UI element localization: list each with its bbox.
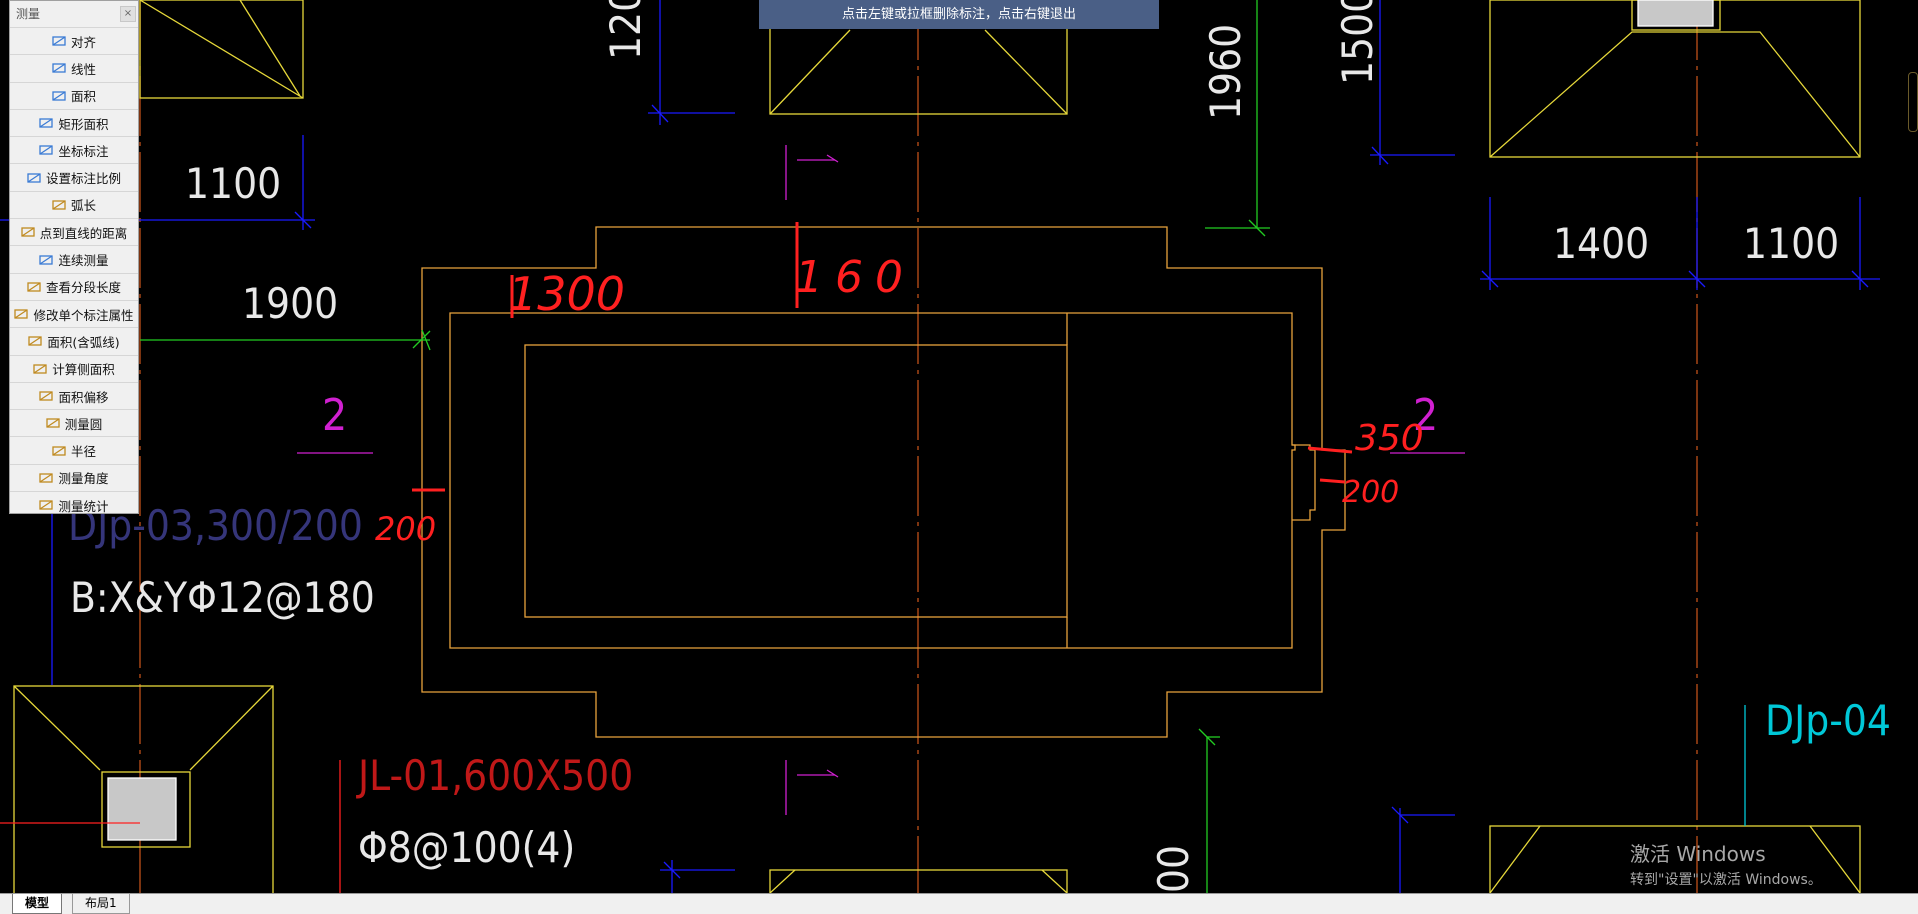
- foundation-outline: [769, 869, 1068, 893]
- measure-tool-label: 查看分段长度: [45, 280, 121, 296]
- measure-tool-18[interactable]: 测量统计: [10, 491, 138, 518]
- dim-text: 1500: [1333, 0, 1382, 85]
- measure-tool-8[interactable]: 点到直线的距离: [10, 218, 138, 245]
- measure-tool-label: 计算侧面积: [52, 362, 115, 378]
- handwritten-note: 1300: [508, 267, 625, 321]
- measure-tool-17[interactable]: 测量角度: [10, 463, 138, 491]
- watermark-line2: 转到"设置"以激活 Windows。: [1630, 872, 1822, 888]
- scale-icon: [27, 172, 41, 184]
- arc-area-icon: [28, 335, 43, 347]
- continuous-measure-icon: [39, 254, 54, 266]
- measure-tool-label: 测量角度: [58, 471, 109, 487]
- cad-drawing-canvas[interactable]: 1200 1100 1900 1960 1500 1400 1100 00 B:…: [0, 0, 1918, 893]
- measure-tool-label: 修改单个标注属性: [33, 307, 134, 323]
- dim-text: 1100: [185, 159, 281, 208]
- align-measure-icon: [52, 35, 66, 47]
- foundation-outline: [1489, 0, 1861, 158]
- footing-outer: [421, 226, 1346, 738]
- foundation-outline: [13, 685, 274, 893]
- measure-tool-9[interactable]: 连续测量: [10, 245, 138, 272]
- measure-tool-label: 测量统计: [58, 498, 109, 514]
- footing-middle: [449, 312, 1296, 649]
- edit-dimension-icon: [14, 308, 29, 320]
- tab-model[interactable]: 模型: [12, 894, 63, 914]
- angle-icon: [39, 472, 54, 484]
- scrollbar[interactable]: [1908, 72, 1918, 132]
- side-area-icon: [33, 363, 47, 375]
- layout-tabs: 模型 布局1: [0, 893, 1918, 914]
- measure-tool-2[interactable]: 线性: [10, 54, 138, 81]
- panel-title: 测量 ×: [10, 1, 138, 27]
- measure-tool-7[interactable]: 弧长: [10, 190, 138, 218]
- measure-tool-label: 矩形面积: [58, 116, 109, 132]
- dim-text: 1200: [601, 0, 650, 60]
- handwritten-note: 200: [1342, 475, 1399, 510]
- measure-tool-4[interactable]: 矩形面积: [10, 108, 138, 136]
- measure-tool-label: 面积(含弧线): [47, 334, 120, 350]
- measure-tool-label: 设置标注比例: [45, 171, 121, 187]
- foundation-outline: [769, 0, 1068, 115]
- point-line-icon: [21, 226, 35, 238]
- foundation-outline: [1489, 825, 1861, 893]
- arc-length-icon: [52, 199, 66, 211]
- panel-title-text: 测量: [16, 7, 41, 21]
- dim-text: 1100: [1743, 219, 1839, 268]
- hint-bar: 点击左键或拉框删除标注，点击右键退出: [759, 0, 1159, 29]
- measure-tool-11[interactable]: 修改单个标注属性: [10, 299, 138, 327]
- area-icon: [52, 90, 66, 102]
- measure-tool-label: 线性: [70, 61, 96, 77]
- measure-tool-label: 弧长: [70, 198, 96, 214]
- measure-tool-13[interactable]: 计算侧面积: [10, 354, 138, 382]
- stirrup-label: Φ8@100(4): [358, 823, 575, 872]
- section-mark: 2: [322, 390, 347, 441]
- foundation-outline: [139, 0, 304, 99]
- rect-area-icon: [39, 117, 54, 129]
- linear-measure-icon: [52, 62, 66, 74]
- dim-text: 00: [1149, 845, 1198, 893]
- windows-activation-watermark: 激活 Windows 转到"设置"以激活 Windows。: [1630, 838, 1822, 889]
- footing-inner: [524, 344, 1068, 618]
- handwritten-note: 200: [375, 510, 436, 548]
- coordinate-icon: [39, 144, 54, 156]
- dim-text: 1400: [1553, 219, 1649, 268]
- measure-tool-6[interactable]: 设置标注比例: [10, 163, 138, 190]
- measure-tool-1[interactable]: 对齐: [10, 27, 138, 54]
- measure-tool-15[interactable]: 测量圆: [10, 409, 138, 436]
- measure-tool-label: 测量圆: [64, 416, 103, 432]
- statistics-icon: [39, 499, 54, 511]
- handwritten-note: 160: [795, 252, 915, 303]
- dim-text: 1900: [242, 279, 338, 328]
- radius-icon: [52, 445, 66, 457]
- foundation-label: DJp-04: [1765, 696, 1891, 745]
- watermark-line1: 激活 Windows: [1630, 842, 1766, 866]
- circle-measure-icon: [46, 417, 60, 429]
- tab-layout1[interactable]: 布局1: [72, 894, 130, 914]
- rebar-label: B:X&YΦ12@180: [70, 573, 375, 622]
- measure-tool-12[interactable]: 面积(含弧线): [10, 327, 138, 354]
- measure-tool-label: 连续测量: [58, 253, 109, 269]
- measure-tool-label: 面积偏移: [58, 389, 109, 405]
- beam-label: JL-01,600X500: [356, 751, 633, 800]
- measure-tool-14[interactable]: 面积偏移: [10, 381, 138, 409]
- measure-tool-label: 坐标标注: [58, 143, 109, 159]
- handwritten-note: 350: [1355, 418, 1424, 459]
- area-offset-icon: [39, 390, 54, 402]
- dim-text: 1960: [1201, 24, 1250, 120]
- close-button[interactable]: ×: [120, 6, 136, 22]
- measure-tool-label: 对齐: [70, 34, 96, 50]
- measure-panel: 测量 × 对齐线性面积矩形面积坐标标注设置标注比例弧长点到直线的距离连续测量查看…: [9, 0, 139, 514]
- measure-tool-16[interactable]: 半径: [10, 436, 138, 463]
- measure-tool-3[interactable]: 面积: [10, 81, 138, 109]
- measure-tool-label: 面积: [70, 89, 96, 105]
- measure-tool-5[interactable]: 坐标标注: [10, 136, 138, 163]
- measure-tool-label: 半径: [70, 444, 96, 460]
- segment-length-icon: [27, 281, 41, 293]
- measure-tool-10[interactable]: 查看分段长度: [10, 272, 138, 300]
- measure-tool-label: 点到直线的距离: [39, 225, 128, 241]
- section-mark: 2: [1413, 390, 1438, 441]
